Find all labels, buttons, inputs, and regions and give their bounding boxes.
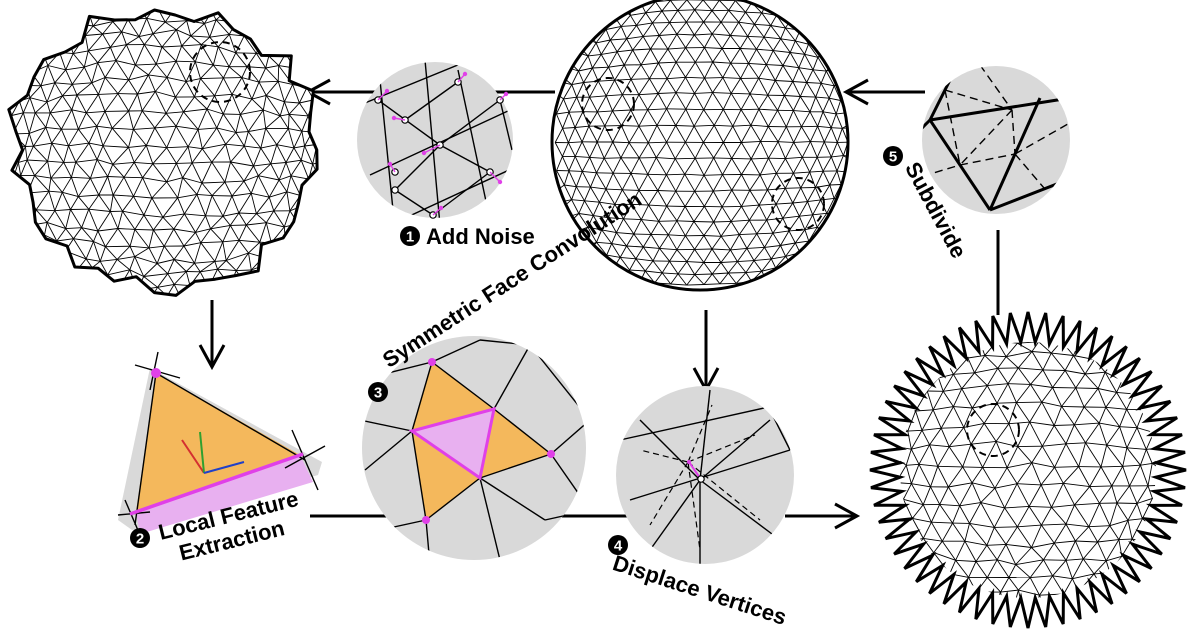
arrowhead-left-2	[842, 78, 869, 106]
displacement-vector	[688, 461, 701, 479]
face-convolution-inset	[362, 336, 586, 560]
step-4-number: 4	[614, 538, 623, 555]
step-3-number: 3	[374, 385, 382, 402]
noise-vectors	[377, 71, 509, 216]
feature-edge	[129, 452, 304, 516]
add-noise-inset	[357, 62, 513, 219]
noisy-highlight-circle	[189, 41, 251, 103]
feature-vertex	[151, 368, 161, 378]
sphere-mesh	[550, 0, 850, 292]
step-1-text: Add Noise	[426, 224, 535, 249]
step-1-label: 1 Add Noise	[400, 224, 535, 249]
sphere-highlight-circle-2	[771, 177, 825, 231]
spiky-mesh	[869, 311, 1187, 629]
local-frame-axes	[181, 431, 245, 474]
displace-vertices-inset	[616, 386, 794, 564]
spiky-highlight-circle	[966, 403, 1020, 457]
arrowhead-down-1	[198, 344, 226, 371]
arrowhead-right-1	[834, 502, 861, 530]
sphere-highlight-circle-1	[581, 77, 635, 131]
step-1-number: 1	[406, 229, 414, 246]
step-5-number: 5	[889, 149, 897, 166]
local-feature-triangle	[117, 351, 326, 536]
noisy-mesh	[7, 8, 319, 297]
connectors	[198, 78, 1000, 530]
step-2-number: 2	[136, 531, 144, 548]
